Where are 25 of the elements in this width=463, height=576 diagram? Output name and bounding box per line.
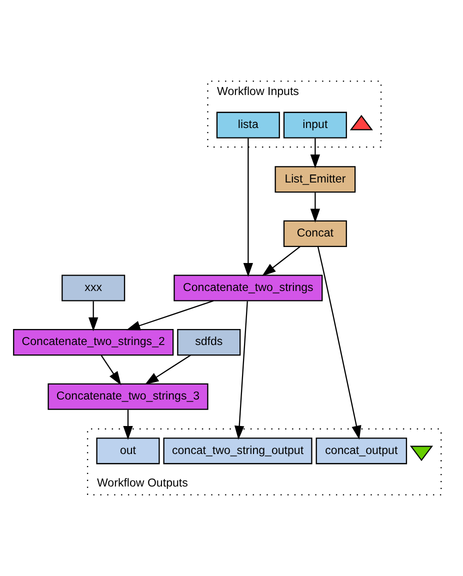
arrow — [122, 410, 132, 440]
node-box: Concatenate_two_strings_3 — [47, 383, 208, 410]
node-box: Concatenate_two_strings — [173, 274, 322, 302]
arrow — [261, 246, 300, 276]
arrow — [100, 355, 121, 386]
node-box: concat_output — [315, 438, 407, 464]
node-triangle — [409, 446, 433, 462]
node-box: input — [282, 112, 346, 138]
node-box: lista — [216, 112, 280, 138]
arrow — [234, 301, 248, 440]
arrow — [316, 246, 361, 440]
node-box: sdfds — [176, 329, 240, 356]
arrow — [310, 138, 320, 168]
node-box: out — [96, 438, 160, 464]
node-box: Concat — [282, 220, 346, 247]
node-box: Concatenate_two_strings_2 — [12, 329, 174, 356]
arrow — [242, 138, 253, 277]
arrow — [126, 300, 214, 330]
arrow — [144, 354, 190, 385]
arrow — [310, 192, 320, 223]
node-triangle — [349, 114, 372, 130]
arrow — [88, 301, 98, 332]
node-box: xxx — [61, 274, 125, 302]
node-box: concat_two_string_output — [162, 438, 312, 464]
node-box: List_Emitter — [274, 166, 356, 193]
